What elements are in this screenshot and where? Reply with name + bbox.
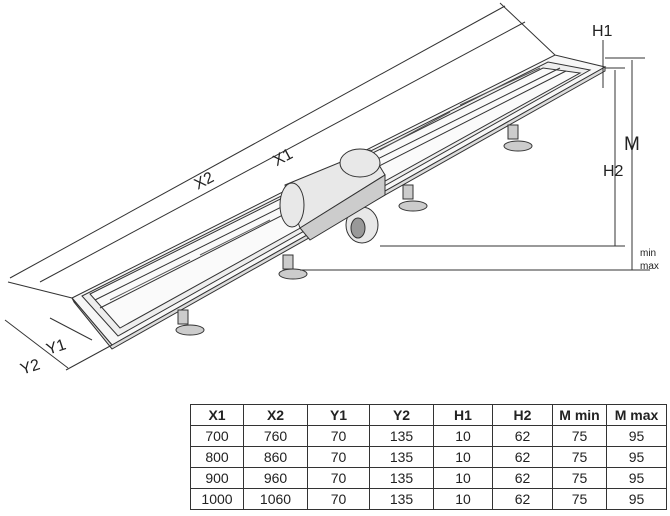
cell: 70 <box>307 467 370 489</box>
cell: 1060 <box>243 488 308 510</box>
cell: 70 <box>307 425 370 447</box>
cell: 75 <box>552 488 607 510</box>
header-y2: Y2 <box>369 404 434 426</box>
max-label: max <box>640 261 659 272</box>
drain-siphon <box>279 148 386 244</box>
min-label: min <box>640 248 656 259</box>
x2-dimension-line <box>9 5 506 279</box>
header-x2: X2 <box>243 404 308 426</box>
cell: 95 <box>606 425 667 447</box>
h2-label: H2 <box>603 163 624 180</box>
cell: 10 <box>433 425 493 447</box>
y1-dimension-line <box>49 317 93 341</box>
adjustable-foot <box>175 309 205 336</box>
cell: 10 <box>433 446 493 468</box>
table-header-row: X1 X2 Y1 Y2 H1 H2 M min M max <box>190 404 667 426</box>
cell: 135 <box>369 446 434 468</box>
y2-label: Y2 <box>18 356 42 378</box>
shower-drain-technical-drawing: X2 X1 Y1 Y2 H1 H2 M min max <box>4 2 659 379</box>
x1-dimension-line <box>39 21 526 283</box>
cell: 62 <box>492 488 553 510</box>
y1-label: Y1 <box>44 336 68 358</box>
header-y1: Y1 <box>307 404 370 426</box>
adjustable-foot <box>503 124 533 152</box>
cell: 900 <box>190 467 244 489</box>
cell: 10 <box>433 467 493 489</box>
cell: 95 <box>606 488 667 510</box>
cell: 135 <box>369 467 434 489</box>
cell: 70 <box>307 446 370 468</box>
cell: 860 <box>243 446 308 468</box>
cell: 700 <box>190 425 244 447</box>
header-m-min: M min <box>552 404 607 426</box>
cell: 62 <box>492 446 553 468</box>
cell: 135 <box>369 488 434 510</box>
y2-dimension-line <box>4 319 69 369</box>
cell: 960 <box>243 467 308 489</box>
cell: 1000 <box>190 488 244 510</box>
adjustable-foot <box>398 184 428 212</box>
adjustable-foot <box>278 254 308 280</box>
header-m-max: M max <box>606 404 667 426</box>
cell: 62 <box>492 467 553 489</box>
x1-label: X1 <box>270 146 295 170</box>
cell: 95 <box>606 467 667 489</box>
cell: 95 <box>606 446 667 468</box>
cell: 135 <box>369 425 434 447</box>
cell: 70 <box>307 488 370 510</box>
header-x1: X1 <box>190 404 244 426</box>
cell: 75 <box>552 425 607 447</box>
header-h1: H1 <box>433 404 493 426</box>
cell: 62 <box>492 425 553 447</box>
m-label: M <box>624 134 640 155</box>
cell: 760 <box>243 425 308 447</box>
cell: 75 <box>552 446 607 468</box>
header-h2: H2 <box>492 404 553 426</box>
cell: 800 <box>190 446 244 468</box>
h1-label: H1 <box>592 23 613 40</box>
cell: 10 <box>433 488 493 510</box>
cell: 75 <box>552 467 607 489</box>
